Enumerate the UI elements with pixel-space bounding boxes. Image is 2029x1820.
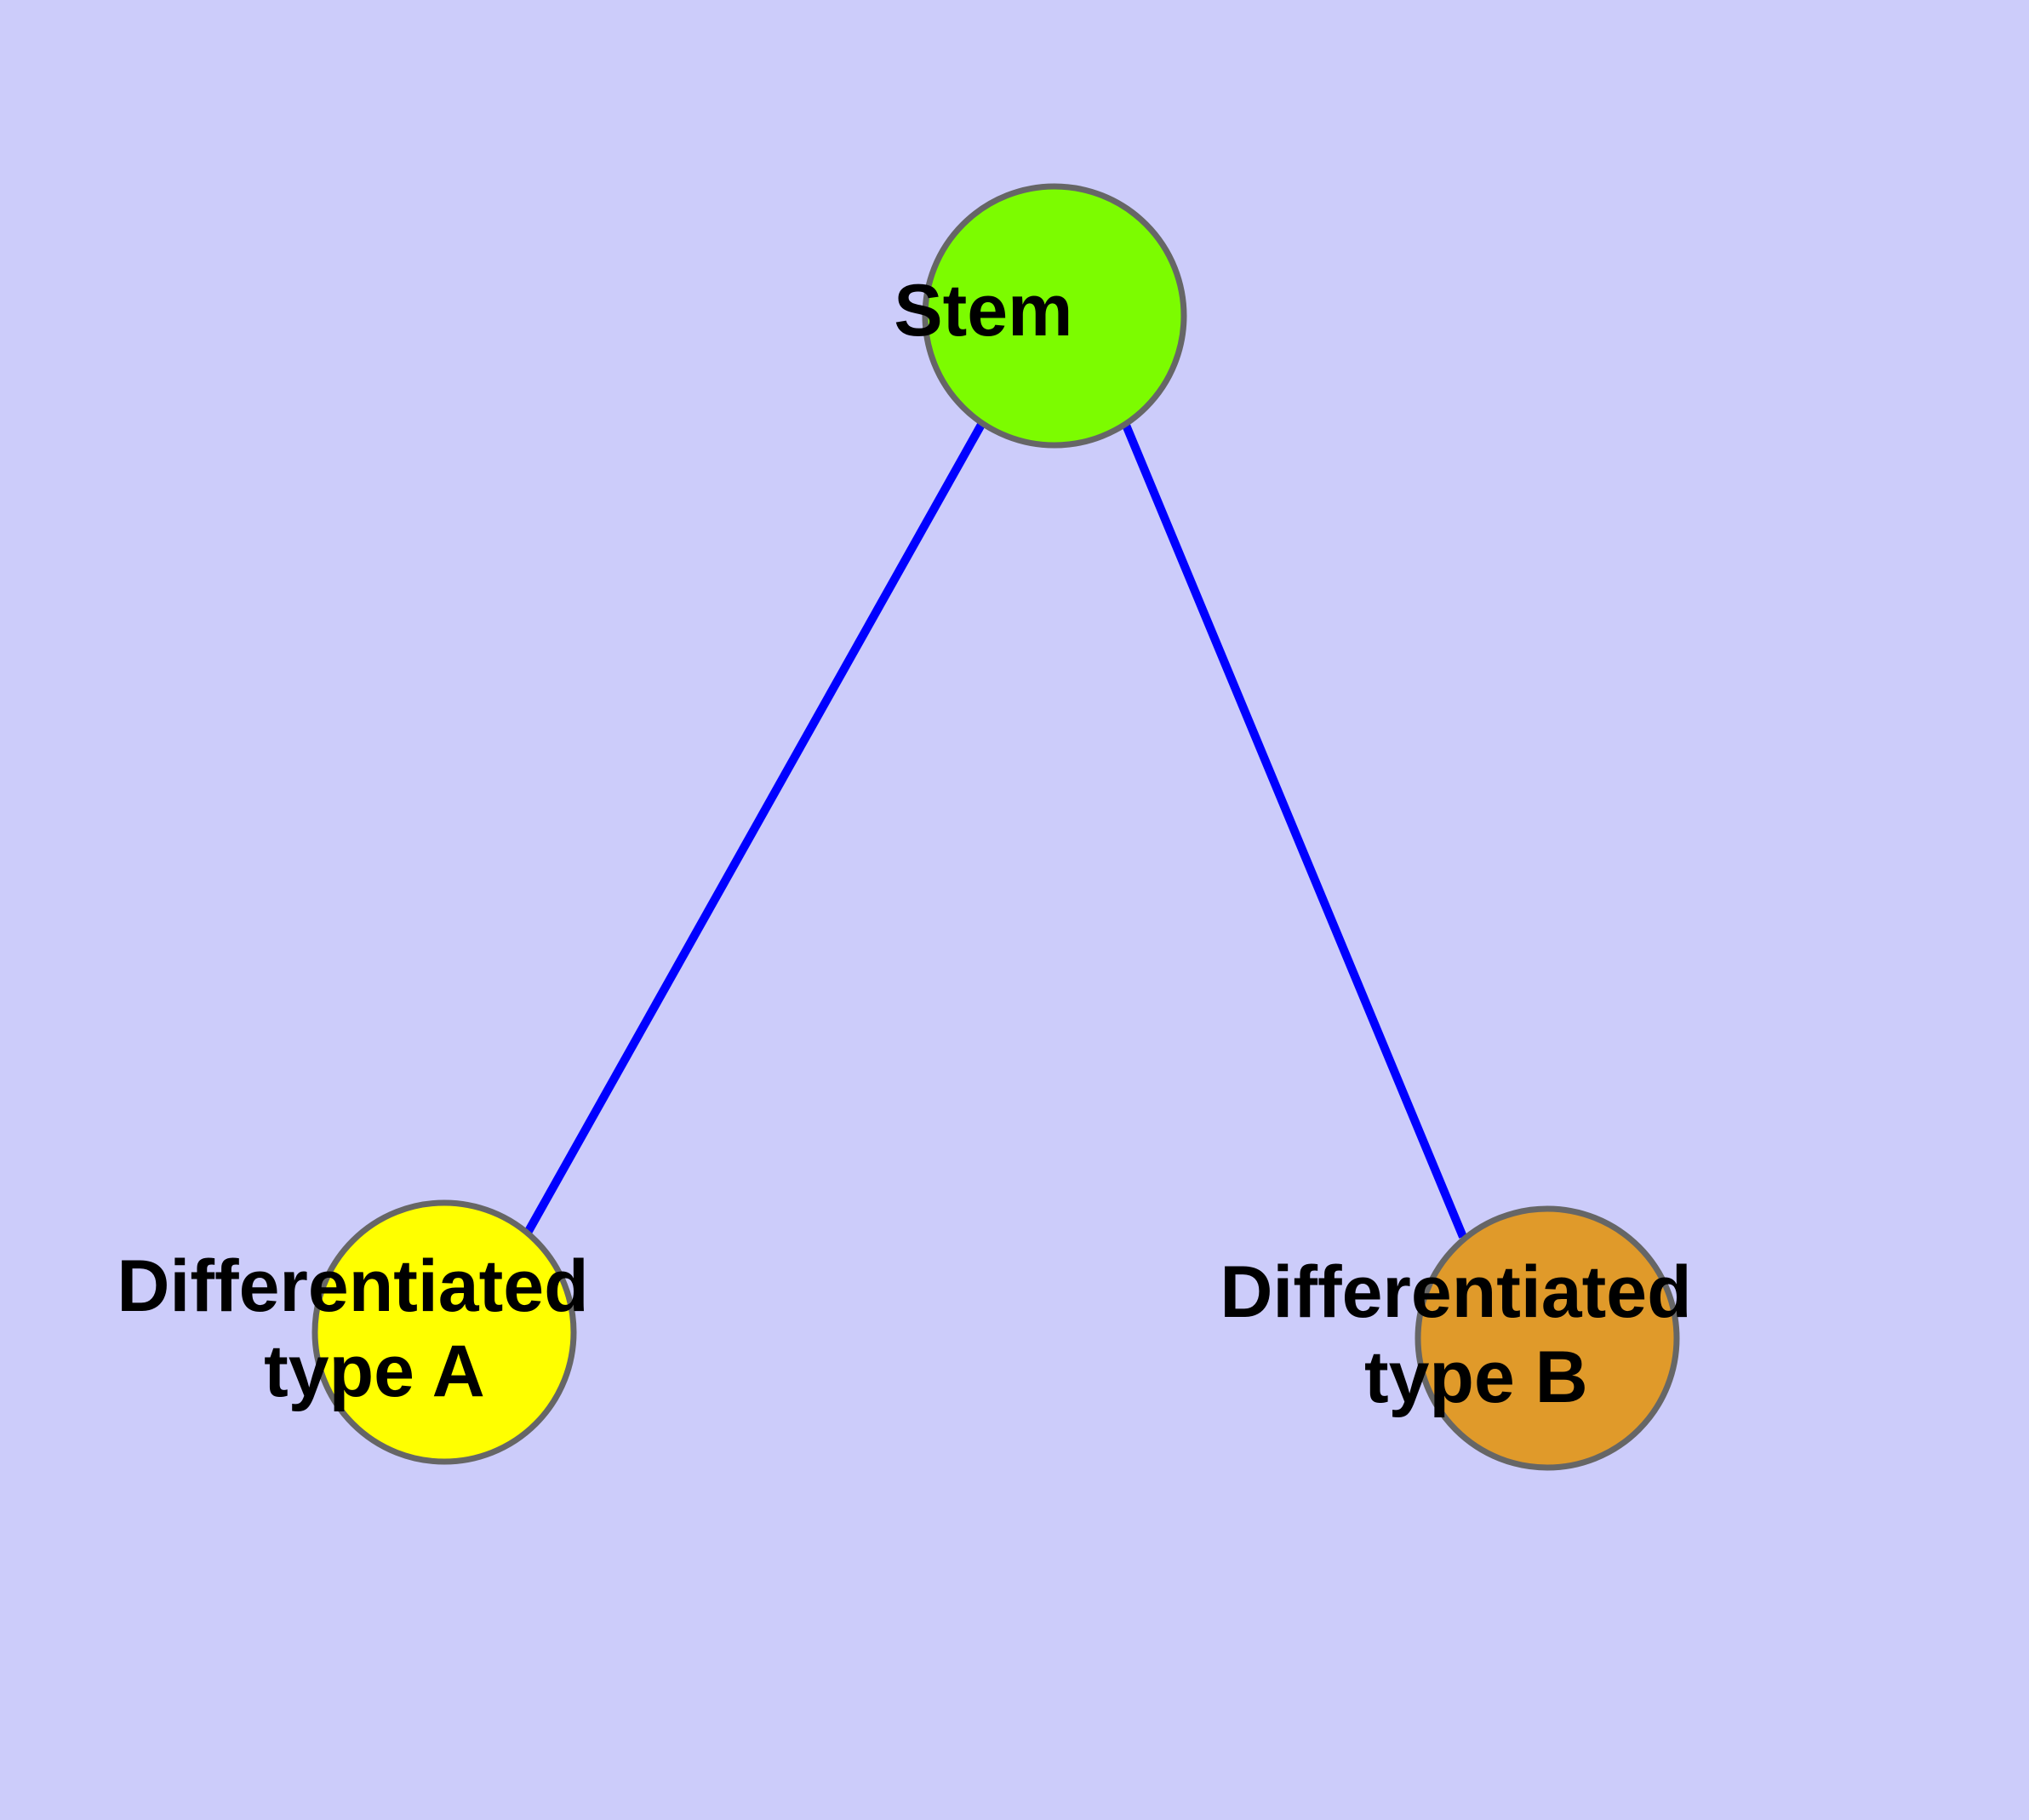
node-differentiated-type-a-label: Differentiated type A (117, 1245, 771, 1412)
labels-group: Stem Differentiated type A Differentiate… (117, 270, 1874, 1418)
edge-stem-to-differentiated-type-b[interactable] (1121, 421, 1467, 1239)
node-differentiated-type-a-label-line-1: Differentiated (117, 1245, 588, 1327)
node-differentiated-type-b-label-line-1: Differentiated (1220, 1251, 1691, 1333)
node-differentiated-type-b-label: Differentiated type B (1220, 1251, 1874, 1418)
node-stem-circle[interactable] (922, 183, 1187, 449)
node-stem-label-line-1: Stem (894, 270, 1072, 352)
edges-group (523, 421, 1467, 1239)
node-stem[interactable] (922, 183, 1187, 449)
node-stem-label: Stem (894, 270, 1215, 352)
nodes-group (311, 183, 1680, 1471)
node-differentiated-type-a-label-line-2: type A (264, 1331, 483, 1412)
node-differentiated-type-a[interactable] (311, 1199, 577, 1465)
node-differentiated-type-b[interactable] (1415, 1205, 1680, 1471)
edge-stem-to-differentiated-type-a[interactable] (523, 421, 986, 1235)
node-differentiated-type-b-circle[interactable] (1415, 1205, 1680, 1471)
node-differentiated-type-a-circle[interactable] (311, 1199, 577, 1465)
node-differentiated-type-b-label-line-2: type B (1364, 1336, 1588, 1418)
